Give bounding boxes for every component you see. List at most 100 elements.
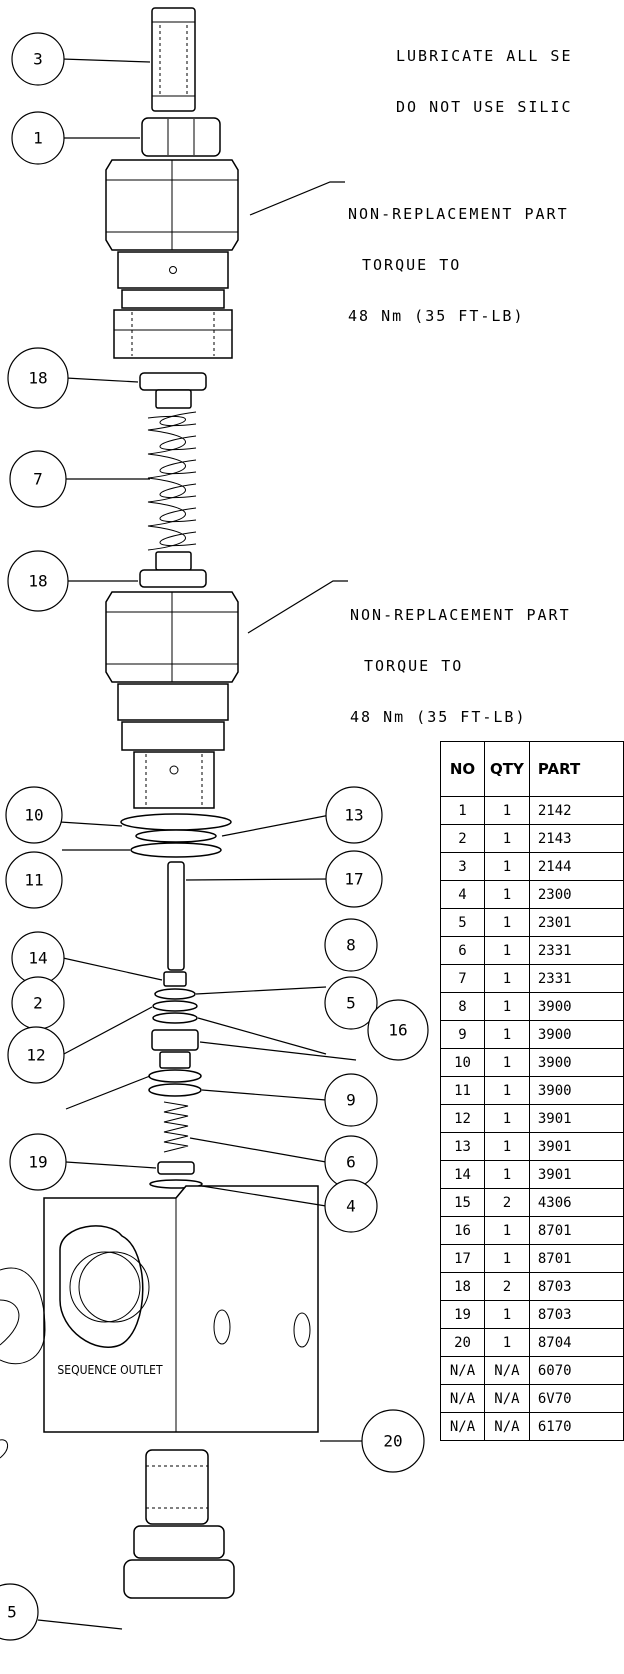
cell-qty: N/A [483,1412,530,1441]
cell-part: 6V70 [528,1384,624,1413]
cell-no: 5 [440,908,485,937]
cell-qty: 1 [483,1132,530,1161]
cell-qty: 1 [483,880,530,909]
cell-no: 9 [440,1020,485,1049]
cell-no: 7 [440,964,485,993]
cell-part: 8704 [528,1328,624,1357]
cell-qty: 1 [483,1076,530,1105]
sequence-outlet-label: SEQUENCE OUTLET [57,1363,163,1377]
svg-text:7: 7 [33,470,43,489]
cell-part: 6070 [528,1356,624,1385]
cell-part: 2142 [528,796,624,825]
parts-19-4 [149,1161,203,1189]
callout-4: 4 [324,1179,378,1233]
callout-17: 17 [325,850,383,908]
cell-part: 3900 [528,1076,624,1105]
callout-20: 20 [361,1409,425,1473]
svg-text:11: 11 [24,871,43,890]
callout-12: 12 [7,1026,65,1084]
cell-qty: 1 [483,1160,530,1189]
cell-no: 20 [440,1328,485,1357]
lower-cartridge [105,591,239,809]
cell-no: N/A [440,1384,485,1413]
part-1-hex-nut [141,117,221,157]
cell-part: 3901 [528,1132,624,1161]
upper-part-note: NON-REPLACEMENT PART TORQUE TO 48 Nm (35… [348,172,569,342]
cell-no: 4 [440,880,485,909]
svg-text:6: 6 [346,1153,356,1172]
cell-part: 6170 [528,1412,624,1441]
part-16-poppet [151,1029,199,1069]
cell-qty: 1 [483,908,530,937]
cell-no: 10 [440,1048,485,1077]
part-6-small-spring [163,1101,189,1153]
cell-part: 8701 [528,1216,624,1245]
lubricate-note: LUBRICATE ALL SE DO NOT USE SILIC [396,14,573,133]
cell-qty: 1 [483,824,530,853]
callout-16: 16 [367,999,429,1061]
callout-19: 19 [9,1133,67,1191]
callout-14: 14 [11,931,65,985]
cell-no: 18 [440,1272,485,1301]
lubricate-line-1: LUBRICATE ALL SE [396,47,573,65]
lower-note-line-2: TORQUE TO [364,657,464,675]
cell-qty: 1 [483,1104,530,1133]
header-no: NO [440,741,485,797]
cell-no: 2 [440,824,485,853]
svg-text:14: 14 [28,949,47,968]
leader-lines [37,58,362,1630]
svg-text:20: 20 [383,1432,402,1451]
small-parts-14-8-2-5 [152,971,198,1024]
cell-no: 3 [440,852,485,881]
svg-text:18: 18 [28,369,47,388]
header-qty: QTY [483,741,530,797]
cell-no: 15 [440,1188,485,1217]
callout-13: 13 [325,786,383,844]
cell-no: 11 [440,1076,485,1105]
cell-qty: 1 [483,796,530,825]
cell-part: 3901 [528,1160,624,1189]
svg-text:16: 16 [388,1021,407,1040]
svg-text:10: 10 [24,806,43,825]
cell-part: 2144 [528,852,624,881]
upper-cartridge [105,159,239,359]
cell-qty: 1 [483,1300,530,1329]
cell-no: 1 [440,796,485,825]
cell-part: 3900 [528,1020,624,1049]
cell-qty: 1 [483,852,530,881]
cell-part: 8703 [528,1300,624,1329]
cell-part: 3901 [528,1104,624,1133]
cell-no: 8 [440,992,485,1021]
cell-qty: 1 [483,1048,530,1077]
cell-no: 17 [440,1244,485,1273]
parts-12-9 [148,1069,202,1097]
cell-part: 8701 [528,1244,624,1273]
callout-5: 5 [324,976,378,1030]
lower-note-line-3: 48 Nm (35 FT-LB) [350,708,527,726]
cell-no: 6 [440,936,485,965]
cell-no: 16 [440,1216,485,1245]
callout-7: 7 [9,450,67,508]
cell-qty: 1 [483,936,530,965]
cell-no: 12 [440,1104,485,1133]
svg-text:12: 12 [26,1046,45,1065]
upper-note-line-2: TORQUE TO [362,256,462,274]
upper-note-line-3: 48 Nm (35 FT-LB) [348,307,525,325]
lubricate-line-2: DO NOT USE SILIC [396,98,573,116]
cell-qty: N/A [483,1356,530,1385]
